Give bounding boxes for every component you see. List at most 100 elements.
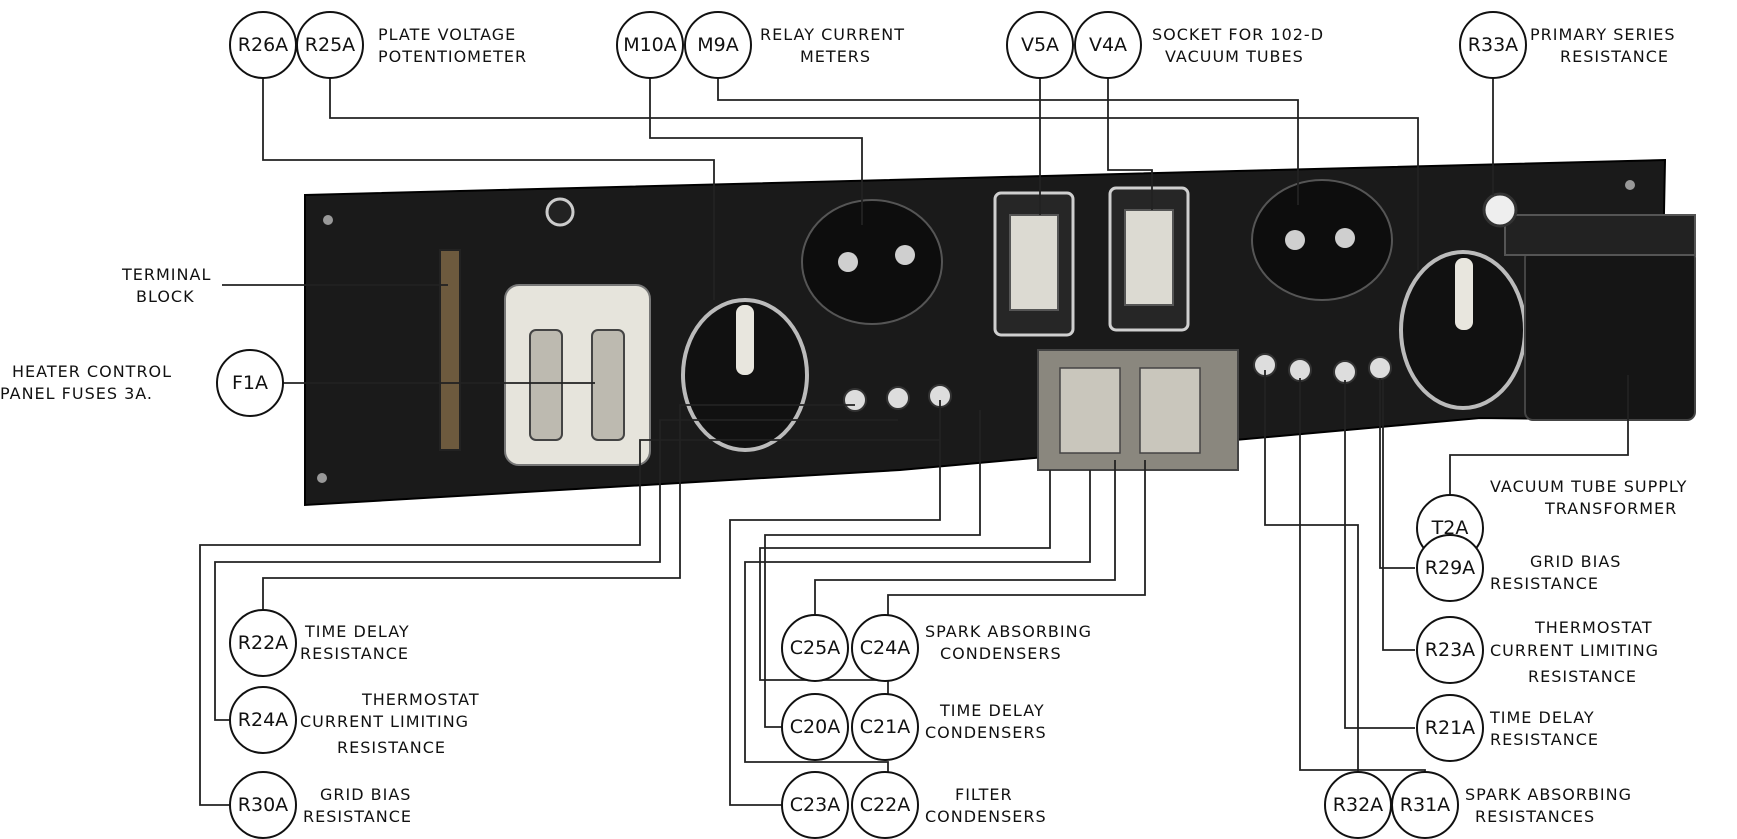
- label-spark-cond-line1: SPARK ABSORBING: [925, 622, 1092, 641]
- label-thermostat-left-line1: THERMOSTAT: [361, 690, 480, 709]
- condenser: [1059, 367, 1121, 454]
- relay-current-meter-right: [1251, 179, 1393, 301]
- label-spark-res-line2: RESISTANCES: [1475, 807, 1595, 826]
- bubble-f1a: [216, 349, 284, 417]
- code-c25a: C25A: [790, 637, 840, 659]
- bubble-v5a: [1006, 11, 1074, 79]
- transformer-top: [1504, 214, 1696, 256]
- leader-c24a: [887, 460, 1146, 615]
- leader-r21a: [1344, 380, 1415, 729]
- code-r29a: R29A: [1425, 557, 1475, 579]
- label-thermostat-right-line3: RESISTANCE: [1528, 667, 1637, 686]
- code-m10a: M10A: [623, 34, 677, 56]
- terminal-block-strip: [439, 249, 461, 451]
- leader-r31a: [1299, 378, 1426, 800]
- label-grid-bias-left-line2: RESISTANCE: [303, 807, 412, 826]
- resistor-clip: [886, 386, 910, 410]
- label-terminal-block-line1: TERMINAL: [121, 265, 211, 284]
- label-grid-bias-right-line2: RESISTANCE: [1490, 574, 1599, 593]
- label-thermostat-left-line2: CURRENT LIMITING: [300, 712, 469, 731]
- leader-r32a: [1264, 370, 1359, 800]
- fuse: [591, 329, 625, 441]
- code-r21a: R21A: [1425, 717, 1475, 739]
- bubble-r29a: [1416, 534, 1484, 602]
- resistor-clip: [843, 388, 867, 412]
- leader-r24a: [214, 419, 898, 721]
- code-r25a: R25A: [305, 34, 355, 56]
- label-heater-line1: HEATER CONTROL: [12, 362, 172, 381]
- bubble-m9a: [684, 11, 752, 79]
- bubble-c24a: [851, 614, 919, 682]
- code-r30a: R30A: [238, 794, 288, 816]
- leader-r25a: [329, 78, 1419, 270]
- bubble-c23a: [781, 771, 849, 839]
- callout-bubbles: R26A R25A M10A M9A V5A V4A R33A F1A T2A …: [216, 11, 1527, 839]
- label-primary-series-line1: PRIMARY SERIES: [1530, 25, 1676, 44]
- resistor-clip: [1288, 358, 1312, 382]
- label-transformer-line1: VACUUM TUBE SUPPLY: [1490, 477, 1687, 496]
- leader-c21a: [759, 470, 1051, 695]
- meter-terminal: [1335, 228, 1355, 248]
- code-r33a: R33A: [1468, 34, 1518, 56]
- bubble-r21a: [1416, 694, 1484, 762]
- leader-r26a: [262, 78, 715, 300]
- transformer: [1524, 249, 1696, 421]
- meter-terminal: [838, 252, 858, 272]
- panel-screw: [323, 215, 333, 225]
- meter-terminal: [895, 245, 915, 265]
- bubble-m10a: [616, 11, 684, 79]
- bubble-c25a: [781, 614, 849, 682]
- leader-r30a: [199, 439, 940, 806]
- leader-t2a: [1449, 375, 1629, 495]
- primary-series-resistor: [1482, 192, 1518, 228]
- code-c21a: C21A: [860, 716, 910, 738]
- code-r24a: R24A: [238, 709, 288, 731]
- descriptive-labels: PLATE VOLTAGE POTENTIOMETER RELAY CURREN…: [0, 25, 1687, 826]
- bubble-c22a: [851, 771, 919, 839]
- label-plate-voltage-line1: PLATE VOLTAGE: [378, 25, 516, 44]
- code-v4a: V4A: [1089, 34, 1127, 56]
- panel-screw: [1625, 180, 1635, 190]
- bubble-r31a: [1391, 771, 1459, 839]
- label-relay-meters-line2: METERS: [800, 47, 871, 66]
- code-m9a: M9A: [697, 34, 738, 56]
- bubble-c21a: [851, 693, 919, 761]
- fuse: [529, 329, 563, 441]
- label-spark-res-line1: SPARK ABSORBING: [1465, 785, 1632, 804]
- relay-current-meter-left: [801, 199, 943, 325]
- resistor-clip: [1368, 356, 1392, 380]
- code-c22a: C22A: [860, 794, 910, 816]
- label-time-delay-cond-line2: CONDENSERS: [925, 723, 1047, 742]
- label-time-delay-cond-line1: TIME DELAY: [939, 701, 1045, 720]
- fuse-block: [504, 284, 651, 466]
- label-grid-bias-right-line1: GRID BIAS: [1530, 552, 1621, 571]
- bubble-r33a: [1459, 11, 1527, 79]
- code-f1a: F1A: [232, 372, 268, 394]
- leader-r22a: [262, 404, 855, 610]
- label-time-delay-left-line2: RESISTANCE: [300, 644, 409, 663]
- code-r31a: R31A: [1400, 794, 1450, 816]
- leader-m9a: [717, 78, 1299, 205]
- label-spark-cond-line2: CONDENSERS: [940, 644, 1062, 663]
- bubble-r23a: [1416, 616, 1484, 684]
- meter-terminal: [1285, 230, 1305, 250]
- code-r22a: R22A: [238, 632, 288, 654]
- leader-r23a: [1382, 380, 1415, 651]
- label-time-delay-right-line1: TIME DELAY: [1489, 708, 1595, 727]
- bubble-r24a: [229, 686, 297, 754]
- leader-v4a: [1107, 78, 1153, 210]
- leader-c23a: [729, 400, 941, 806]
- code-c20a: C20A: [790, 716, 840, 738]
- label-terminal-block-line2: BLOCK: [136, 287, 195, 306]
- resistor-clip: [1333, 360, 1357, 384]
- panel-screw: [317, 473, 327, 483]
- bubble-r30a: [229, 771, 297, 839]
- label-heater-line2: PANEL FUSES 3A.: [0, 384, 153, 403]
- bubble-r25a: [296, 11, 364, 79]
- label-relay-meters-line1: RELAY CURRENT: [760, 25, 905, 44]
- label-primary-series-line2: RESISTANCE: [1560, 47, 1669, 66]
- leader-c20a: [764, 410, 981, 728]
- code-r23a: R23A: [1425, 639, 1475, 661]
- label-socket-line1: SOCKET FOR 102-D: [1152, 25, 1324, 44]
